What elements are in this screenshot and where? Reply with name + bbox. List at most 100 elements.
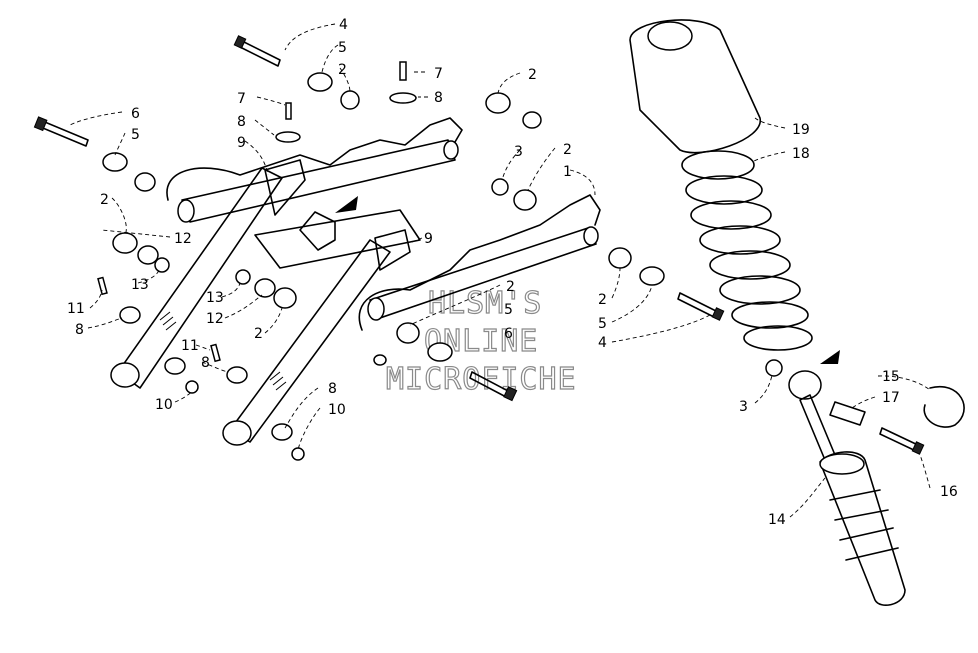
watermark: HLSM'S ONLINE MICROFICHE bbox=[385, 285, 577, 397]
bushing-2-right-lower bbox=[396, 322, 420, 344]
cross-tube-end-right bbox=[583, 226, 599, 246]
bolt-4-top bbox=[237, 39, 281, 67]
leader-lines bbox=[69, 23, 931, 518]
nut-13-left bbox=[154, 257, 170, 273]
callout-14: 14 bbox=[768, 512, 786, 528]
callout-3-mid: 3 bbox=[514, 144, 523, 160]
shock-mount-bracket bbox=[299, 211, 336, 251]
shock-bushing-17 bbox=[829, 401, 866, 426]
callout-13-left: 13 bbox=[131, 277, 149, 293]
right-side-bracket bbox=[374, 229, 411, 271]
lower-hoop bbox=[358, 194, 601, 331]
shock-boot-top bbox=[647, 21, 693, 51]
washer-8-top bbox=[389, 92, 417, 104]
shock-direction-arrow bbox=[820, 350, 840, 364]
upper-tube-end-left bbox=[177, 199, 195, 223]
front-direction-arrow bbox=[335, 196, 358, 213]
shock-body-collar bbox=[819, 453, 865, 475]
callout-17: 17 bbox=[882, 390, 900, 406]
callout-8-bottom: 8 bbox=[328, 381, 337, 397]
shock-spring bbox=[681, 150, 813, 351]
upper-hoop bbox=[166, 117, 463, 201]
shock-assembly bbox=[629, 19, 965, 606]
bolt-11-mid bbox=[210, 343, 221, 363]
callout-13-mid: 13 bbox=[206, 290, 224, 306]
bushing-5-right bbox=[639, 266, 665, 286]
callout-5-left: 5 bbox=[131, 127, 140, 143]
callout-7-top: 7 bbox=[434, 66, 443, 82]
bushing-2-top bbox=[340, 90, 360, 110]
cross-tube-end-left bbox=[367, 297, 385, 321]
bushing-5-top bbox=[307, 72, 333, 92]
nut-13-mid bbox=[235, 269, 251, 285]
right-arm-end bbox=[222, 420, 252, 446]
left-arm-hatch bbox=[159, 311, 177, 331]
callout-2-right-a: 2 bbox=[506, 279, 515, 295]
shock-body-ridges bbox=[829, 489, 899, 561]
callout-8-top: 8 bbox=[434, 90, 443, 106]
callout-labels: 4 5 2 7 8 2 6 5 7 8 9 3 2 1 2 12 9 13 13… bbox=[67, 17, 958, 528]
callout-19: 19 bbox=[792, 122, 810, 138]
shock-bolt-16-head bbox=[911, 441, 925, 455]
bushing-2-mid bbox=[513, 189, 537, 211]
callout-9-right: 9 bbox=[424, 231, 433, 247]
callout-1: 1 bbox=[563, 164, 572, 180]
callout-18: 18 bbox=[792, 146, 810, 162]
watermark-line-3: MICROFICHE bbox=[386, 362, 577, 397]
bolt-4-right bbox=[677, 292, 719, 319]
callout-9-mid: 9 bbox=[237, 135, 246, 151]
bolt-11-left bbox=[97, 276, 108, 296]
nut-10-bottom bbox=[291, 447, 305, 461]
callout-2-top-b: 2 bbox=[528, 67, 537, 83]
nut-10-left bbox=[185, 380, 199, 394]
left-side-bracket bbox=[264, 159, 306, 216]
callout-2-center: 2 bbox=[254, 326, 263, 342]
callout-6-right: 6 bbox=[504, 326, 513, 342]
watermark-line-1: HLSM'S bbox=[428, 286, 542, 321]
callout-10-bottom: 10 bbox=[328, 402, 346, 418]
bushing-5-left bbox=[102, 152, 128, 172]
bushing-5-right-lower bbox=[427, 342, 453, 362]
callout-12-left: 12 bbox=[174, 231, 192, 247]
hardware bbox=[33, 35, 725, 461]
callout-7-mid: 7 bbox=[237, 91, 246, 107]
bushing-2-right bbox=[608, 247, 632, 269]
callout-15: 15 bbox=[882, 369, 900, 385]
bolt-4-top-head bbox=[233, 35, 247, 49]
nut-3-mid bbox=[491, 178, 509, 196]
callout-8-mid: 8 bbox=[237, 114, 246, 130]
shock-eye-top bbox=[788, 370, 822, 400]
nut-10-center bbox=[373, 354, 387, 366]
callout-5-right-a: 5 bbox=[504, 302, 513, 318]
washer-12-left bbox=[137, 245, 159, 265]
bolt-4-right-head bbox=[711, 307, 725, 321]
callout-2-left: 2 bbox=[100, 192, 109, 208]
washer-8-lower-left bbox=[164, 357, 186, 375]
nut-2-top-right bbox=[522, 111, 542, 129]
callout-2-top-a: 2 bbox=[338, 62, 347, 78]
washer-8-lower-mid bbox=[226, 366, 248, 384]
callout-4-top: 4 bbox=[339, 17, 348, 33]
callout-5-right-b: 5 bbox=[598, 316, 607, 332]
bushing-2-center bbox=[273, 287, 297, 309]
center-plate bbox=[254, 209, 421, 269]
callout-8-left: 8 bbox=[75, 322, 84, 338]
washer-8-left bbox=[119, 306, 141, 324]
callout-11-left: 11 bbox=[67, 301, 85, 317]
callout-10-left: 10 bbox=[155, 397, 173, 413]
suspension-frame bbox=[166, 117, 601, 331]
washer-12-mid bbox=[254, 278, 276, 298]
washer-8-bottom bbox=[271, 423, 293, 441]
shock-nut-3 bbox=[765, 359, 783, 377]
bolt-7-top bbox=[399, 61, 407, 81]
shock-shaft bbox=[799, 394, 836, 461]
bushing-2-top-right bbox=[485, 92, 511, 114]
bolt-6-left-head bbox=[33, 116, 48, 132]
callout-5-top: 5 bbox=[338, 40, 347, 56]
callout-2-right-b: 2 bbox=[598, 292, 607, 308]
callout-3-shock: 3 bbox=[739, 399, 748, 415]
bushing-2-left-a bbox=[134, 172, 156, 192]
right-arm-hatch bbox=[269, 371, 287, 391]
callout-4-right: 4 bbox=[598, 335, 607, 351]
